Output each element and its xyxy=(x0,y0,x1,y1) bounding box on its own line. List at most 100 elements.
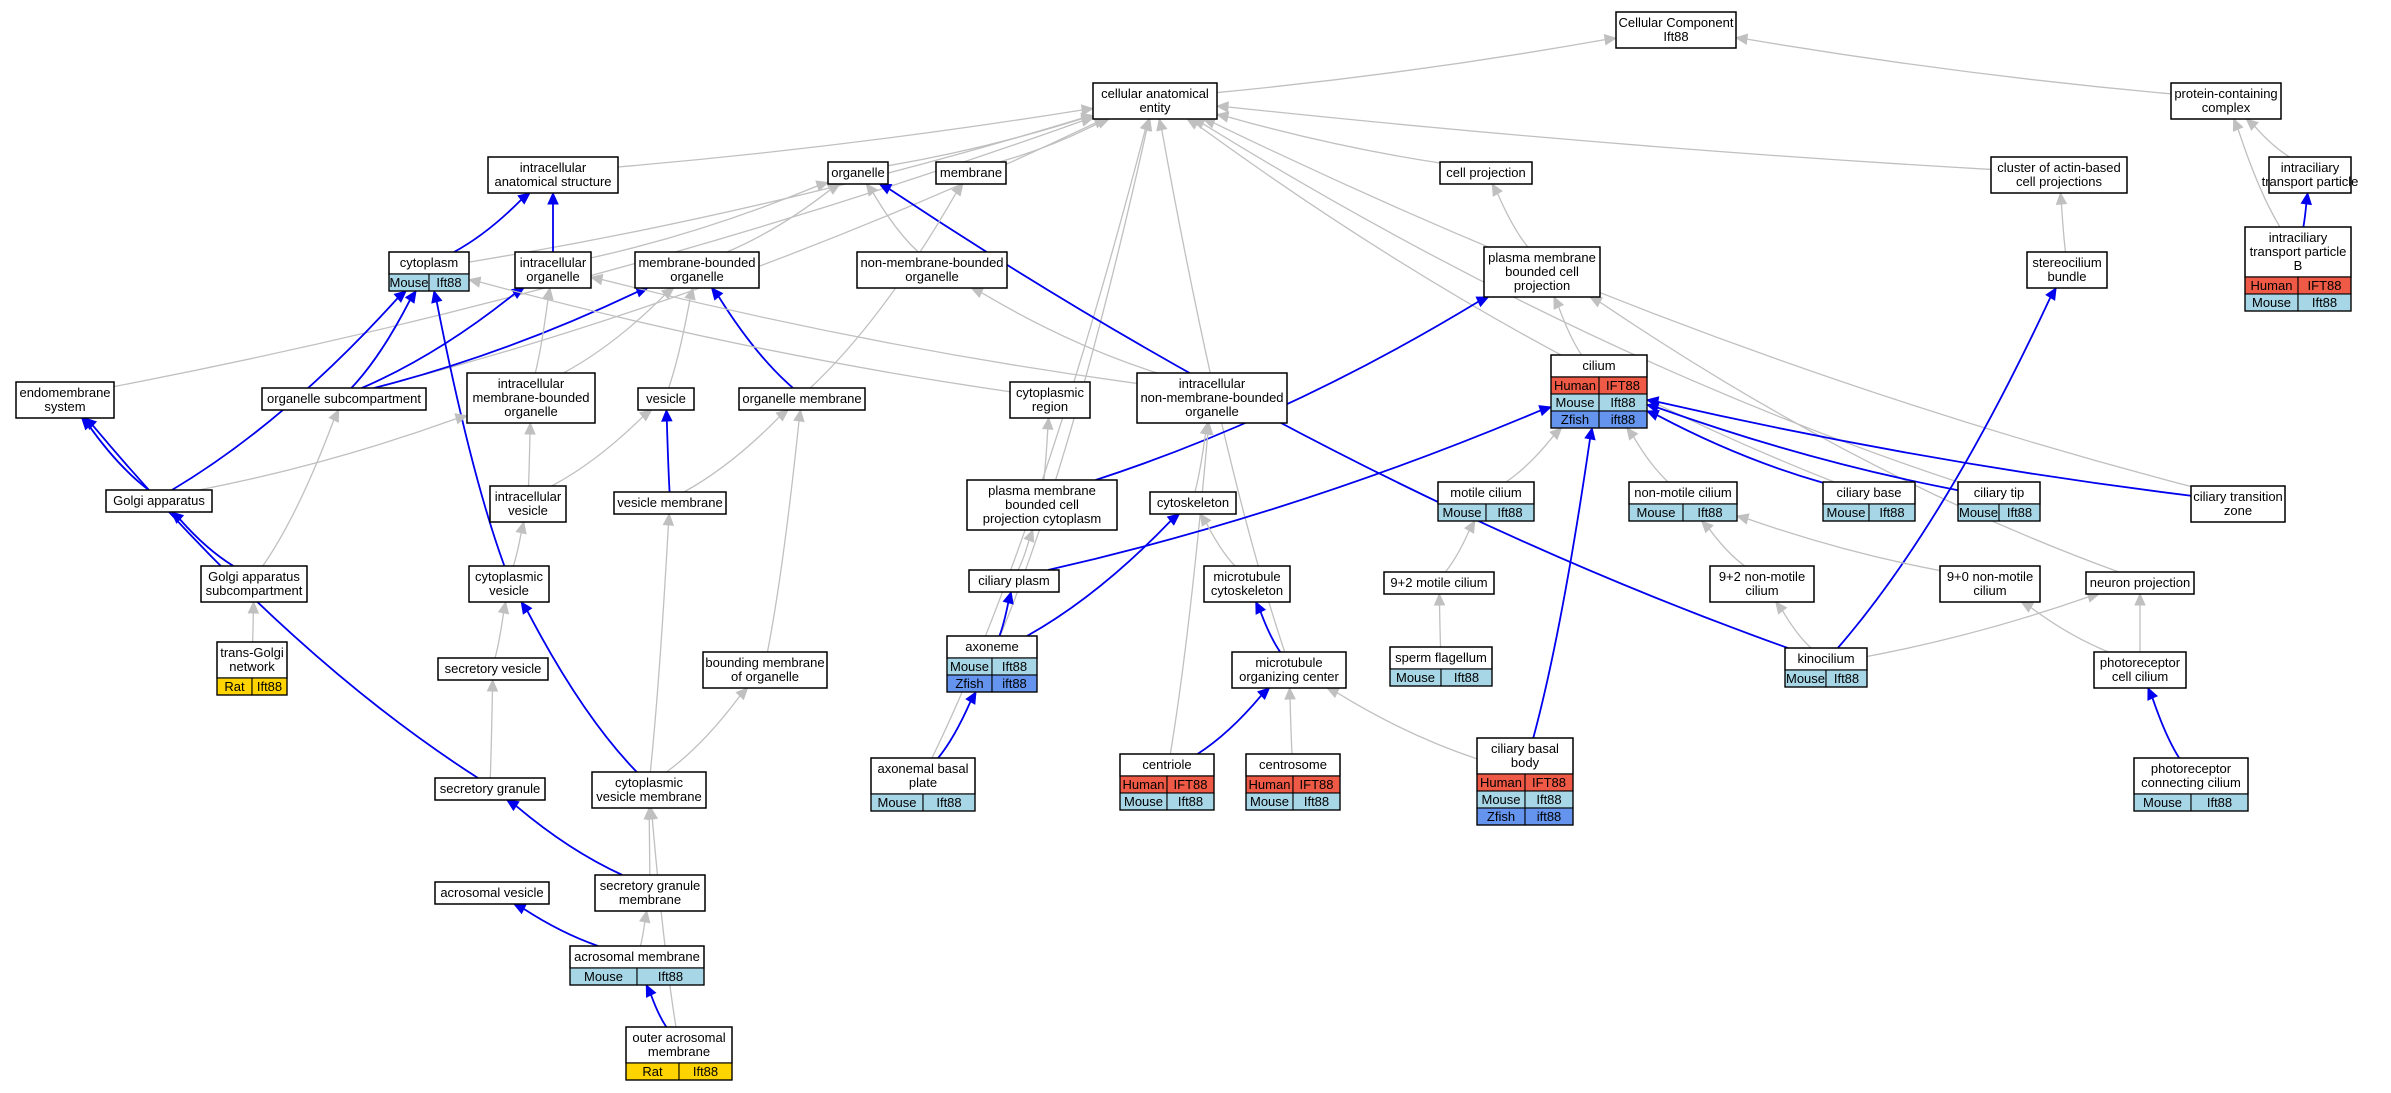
term-node-vm[interactable]: vesicle membrane xyxy=(613,491,727,515)
edge-prcc-to-pcc2 xyxy=(2147,686,2180,759)
edge-cr-to-cyto xyxy=(467,276,1011,393)
gene-label: Ift88 xyxy=(1497,505,1522,520)
gene-label: ift88 xyxy=(1611,412,1636,427)
term-node-org[interactable]: organelle xyxy=(827,161,889,185)
species-label: Mouse xyxy=(2143,795,2182,810)
term-outline xyxy=(2170,82,2282,120)
term-label: organelle membrane xyxy=(742,391,861,406)
term-outline xyxy=(388,251,470,292)
arrowhead xyxy=(589,273,604,286)
term-node-ga[interactable]: Golgi apparatus xyxy=(105,489,213,513)
edge-ax-to-cp xyxy=(998,590,1014,637)
term-node-sv[interactable]: secretory vesicle xyxy=(437,657,549,681)
term-node-ves[interactable]: vesicle xyxy=(637,387,695,411)
term-outline xyxy=(1784,647,1868,688)
term-node-csk[interactable]: cytoskeleton xyxy=(1149,491,1237,515)
term-label: ciliary plasm xyxy=(978,573,1050,588)
edge-gasc-to-osc xyxy=(262,408,340,567)
gene-label: ift88 xyxy=(1537,809,1562,824)
term-outline xyxy=(738,387,866,411)
term-node-osc[interactable]: organelle subcompartment xyxy=(261,387,427,411)
edge-layer xyxy=(80,33,2312,1028)
arrowhead xyxy=(524,421,536,435)
term-node-av[interactable]: acrosomal vesicle xyxy=(434,881,550,905)
arrowhead xyxy=(662,512,675,526)
term-label: cytoplasm xyxy=(400,255,459,270)
edge-n92-to-nmc xyxy=(1700,520,1746,567)
term-node-cp[interactable]: ciliary plasm xyxy=(968,569,1060,593)
term-box xyxy=(2026,251,2108,289)
arrowhead xyxy=(1464,519,1476,534)
arrowhead xyxy=(1215,101,1229,113)
term-node-om[interactable]: organelle membrane xyxy=(738,387,866,411)
edge-vm-to-om xyxy=(683,409,789,493)
edge-om-to-mem xyxy=(809,183,964,389)
term-box xyxy=(1136,372,1288,424)
term-label: 9+2 motile cilium xyxy=(1390,575,1487,590)
arrowhead xyxy=(1080,112,1095,124)
term-node-sg[interactable]: secretory granule xyxy=(434,777,546,801)
term-outline xyxy=(1437,481,1535,522)
term-node-m92[interactable]: 9+2 motile cilium xyxy=(1383,571,1495,595)
term-node-cproj[interactable]: cell projection xyxy=(1439,161,1533,185)
edge-moc-to-mcsk xyxy=(1255,600,1281,653)
term-box xyxy=(1231,651,1347,689)
term-outline xyxy=(487,156,619,194)
arrowhead xyxy=(247,600,260,614)
term-node-np[interactable]: neuron projection xyxy=(2085,571,2195,595)
gene-label: IFT88 xyxy=(2308,278,2342,293)
term-node-mem[interactable]: membrane xyxy=(935,161,1007,185)
edge-cproj-to-cae xyxy=(1215,111,1441,164)
term-outline xyxy=(466,372,596,424)
edge-abp-to-ax xyxy=(937,690,977,759)
